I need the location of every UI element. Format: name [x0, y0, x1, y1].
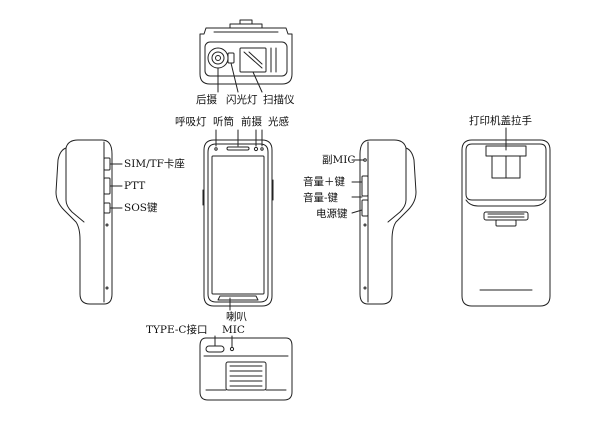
label-earpiece: 听筒: [213, 116, 234, 128]
label-printer-cover-handle: 打印机盖拉手: [469, 115, 532, 127]
label-ptt: PTT: [124, 180, 146, 192]
volume-up-key-icon: [361, 175, 369, 197]
rear-camera-icon: [207, 47, 229, 69]
type-c-port-icon: [205, 345, 225, 353]
label-mic: MIC: [222, 324, 245, 336]
label-power-key: 电源键: [316, 208, 348, 220]
light-sensor-icon: [260, 147, 264, 151]
volume-down-key-icon: [361, 199, 369, 217]
label-light-sensor: 光感: [268, 116, 289, 128]
label-volume-down: 音量-键: [303, 192, 339, 204]
label-speaker: 喇叭: [226, 311, 247, 323]
label-front-camera: 前摄: [241, 116, 262, 128]
earpiece-icon: [226, 146, 250, 151]
speaker-icon: [217, 295, 259, 301]
label-flash: 闪光灯: [226, 94, 258, 106]
left-view: [55, 139, 123, 305]
front-view: [202, 129, 274, 311]
label-rear-camera: 后摄: [196, 94, 217, 106]
back-view: [461, 127, 551, 307]
label-indicator-light: 呼吸灯: [175, 116, 207, 128]
sim-tf-slot-icon: [103, 157, 111, 171]
label-scanner: 扫描仪: [263, 94, 295, 106]
label-sos-key: SOS键: [124, 202, 158, 214]
ptt-button-icon: [103, 177, 111, 195]
label-secondary-mic: 副MIC: [322, 154, 356, 166]
top-view: [199, 19, 293, 93]
label-sim-tf-slot: SIM/TF卡座: [124, 158, 185, 170]
indicator-light-icon: [214, 147, 218, 151]
label-type-c-port: TYPE-C接口: [146, 324, 208, 336]
mic-icon: [229, 346, 235, 352]
flash-icon: [227, 52, 235, 64]
sos-button-icon: [103, 202, 111, 214]
front-camera-icon: [253, 146, 259, 152]
right-view: [351, 139, 417, 305]
label-volume-up: 音量＋键: [303, 176, 345, 188]
bottom-view: [199, 335, 293, 401]
